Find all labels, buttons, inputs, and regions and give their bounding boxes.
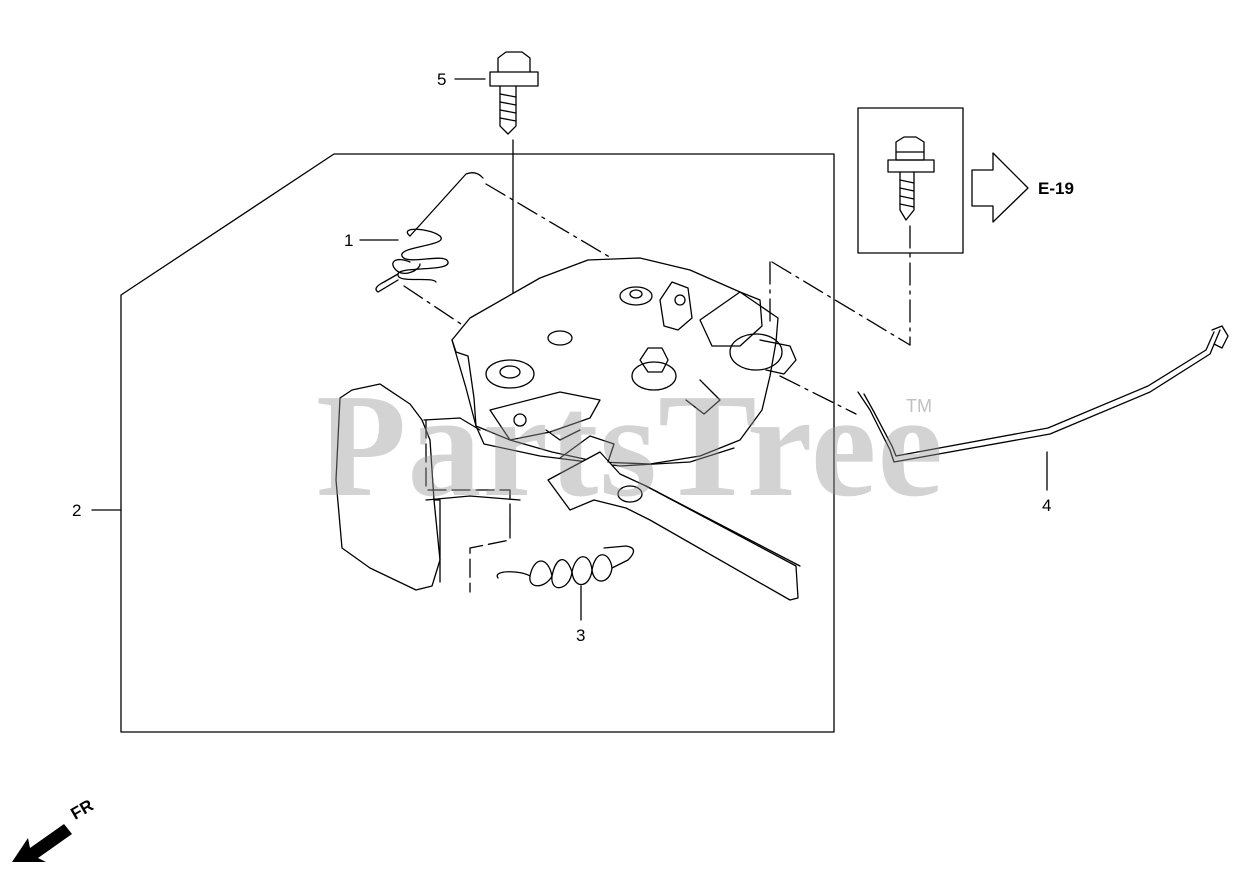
governor-rod-part-4 xyxy=(857,325,1229,463)
spring-1-lower-axis xyxy=(403,285,471,331)
bolt-part-5 xyxy=(489,51,539,135)
callout-part-4[interactable]: 4 xyxy=(1042,496,1052,515)
reference-box xyxy=(857,107,964,254)
reference-bolt xyxy=(887,136,935,221)
governor-lever xyxy=(547,435,801,601)
callout-part-5[interactable]: 5 xyxy=(437,70,447,89)
watermark-trademark: TM xyxy=(906,396,932,416)
spring-part-3 xyxy=(496,545,635,589)
front-arrow-icon xyxy=(12,824,72,862)
governor-plate xyxy=(451,257,797,467)
reference-label[interactable]: E-19 xyxy=(1038,179,1074,198)
callout-part-3[interactable]: 3 xyxy=(576,626,586,645)
outline-arrow-icon xyxy=(971,152,1029,223)
watermark: PartsTree xyxy=(316,364,945,528)
assembly-outline-box xyxy=(120,153,835,733)
callout-part-1[interactable]: 1 xyxy=(344,231,354,250)
spring-part-1 xyxy=(375,172,484,293)
cover-plate xyxy=(335,383,521,591)
callout-part-2[interactable]: 2 xyxy=(72,501,82,520)
